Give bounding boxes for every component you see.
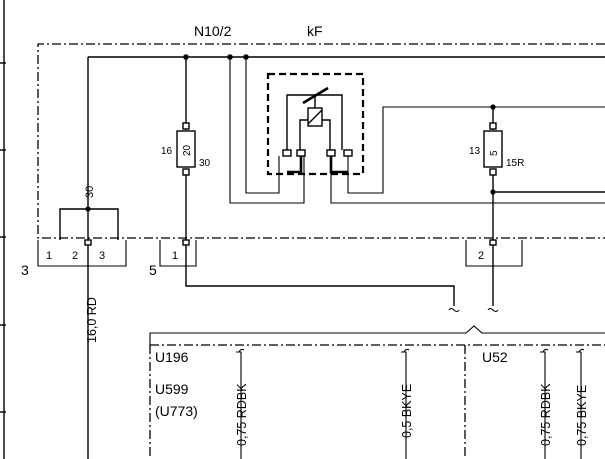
- connector-5-pin: 1: [172, 250, 178, 262]
- fuse-5-pin-out: 15R: [506, 158, 524, 169]
- connector-right: [465, 239, 523, 313]
- fuse-block-label: kF: [307, 23, 323, 39]
- wire-main-label: 16,0 RD: [85, 297, 99, 343]
- fuse-5-rating: 5: [489, 150, 500, 156]
- splice-u52-label: U52: [482, 349, 508, 365]
- module-label: N10/2: [194, 23, 232, 39]
- splice-u599-label: U599: [155, 381, 189, 397]
- fuse-5-pin-in: 13: [469, 146, 481, 157]
- fuse-20-pin-in: 16: [161, 146, 173, 157]
- connector-5-label: 5: [149, 262, 157, 278]
- wire-u196-a-label: 0,75 RDBK: [235, 383, 249, 446]
- splice-u773-label: (U773): [155, 403, 198, 419]
- splice-bracket: [149, 325, 605, 459]
- connector-right-pin: 2: [478, 250, 484, 262]
- connector-3-pin-3: 3: [99, 250, 105, 262]
- module-boundary: [37, 43, 605, 239]
- wire-u196-b-label: 0,5 BKYE: [400, 384, 414, 438]
- connector-3-pin-1: 1: [46, 250, 52, 262]
- top-bus: [87, 54, 605, 208]
- pin-30-label: 30: [84, 186, 96, 198]
- branch-wires: [236, 348, 585, 459]
- wire-u52-a-label: 0,75 RDBK: [539, 383, 553, 446]
- fuse-20-rating: 20: [182, 144, 193, 156]
- wire-u52-b-label: 0,75 BKYE: [575, 385, 589, 446]
- splice-u196-label: U196: [155, 349, 189, 365]
- connector-3-pin-2: 2: [72, 250, 78, 262]
- fuse-20-pin-out: 30: [199, 158, 211, 169]
- connector-5: [159, 239, 460, 313]
- connector-3-label: 3: [21, 262, 29, 278]
- fuse-5: [483, 104, 605, 240]
- fuse-20: [176, 57, 196, 240]
- connector-3: [37, 206, 127, 459]
- relay: [229, 57, 605, 204]
- page-margin-ticks: [0, 0, 6, 459]
